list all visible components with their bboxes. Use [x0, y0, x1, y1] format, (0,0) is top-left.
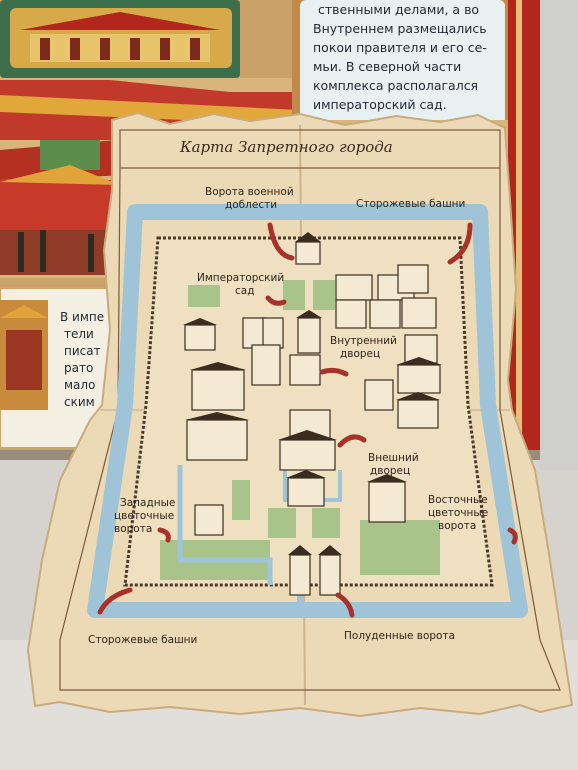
label-watchtowers-sw: Сторожевые башни	[88, 634, 198, 646]
book-text-line: тели	[64, 327, 94, 341]
building-roofs	[183, 232, 442, 555]
book-text-line: Внутреннем размещались	[313, 21, 487, 36]
book-text-line: покои правителя и его се-	[313, 40, 487, 55]
map-title: Карта Запретного города	[180, 138, 393, 156]
label-south-gate: Полуденные ворота	[344, 630, 456, 642]
book-text-line: ственными делами, а во	[318, 2, 480, 17]
book-text-line: комплекса располагался	[313, 78, 479, 93]
book-text-line: мало	[64, 378, 96, 392]
book-text-line: рато	[64, 361, 94, 375]
book-text-line: мьи. В северной части	[313, 59, 462, 74]
label-watchtowers-ne: Сторожевые башни	[356, 198, 466, 210]
north-gate-tower	[295, 241, 321, 265]
palace-buildings	[184, 264, 441, 596]
book-text-line: императорский сад.	[313, 97, 447, 112]
book-text-line: В импе	[60, 310, 105, 324]
parchment-map	[26, 111, 574, 718]
book-text-line: ским	[64, 395, 95, 409]
book-text-line: писат	[64, 344, 101, 358]
map-arrows	[97, 222, 518, 618]
